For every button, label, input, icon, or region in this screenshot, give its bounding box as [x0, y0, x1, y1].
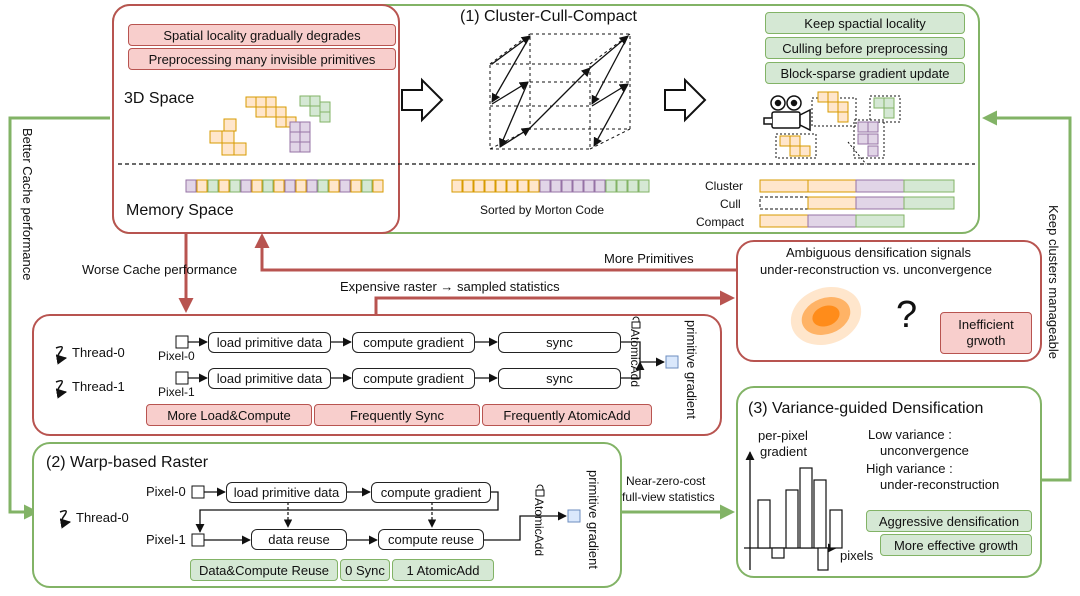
benefit-tag-culling: Culling before preprocessing [765, 37, 965, 59]
stage-compact-label: Compact [696, 215, 745, 229]
warp-load-box: load primitive data [226, 482, 347, 503]
keep-clusters-label: Keep clusters manageable [1046, 205, 1061, 359]
benefit-effective-growth: More effective growth [880, 534, 1032, 556]
benefit-aggressive-densification: Aggressive densification [866, 510, 1032, 532]
naive-load-box-1: load primitive data [208, 368, 331, 389]
question-mark: ? [896, 294, 918, 336]
warp-data-reuse-box: data reuse [251, 529, 347, 550]
warp-pixel-0-label: Pixel-0 [146, 484, 186, 499]
benefit-tag-locality: Keep spactial locality [765, 12, 965, 34]
low-variance-meaning: unconvergence [880, 443, 969, 458]
expensive-raster-arrow [374, 290, 735, 316]
space-3d-label: 3D Space [124, 90, 195, 107]
naive-thread-0-label: Thread-0 [72, 345, 125, 360]
warp-output-label: primitive gradient [586, 470, 601, 569]
worse-cache-label: Worse Cache performance [82, 262, 238, 277]
memory-space-label: Memory Space [126, 202, 234, 219]
naive-atomic-label: AtomicAdd [628, 329, 642, 388]
high-variance-label: High variance : [866, 461, 953, 476]
naive-compute-box-0: compute gradient [352, 332, 475, 353]
naive-sync-box-0: sync [498, 332, 621, 353]
keep-clusters-arrow [982, 110, 1072, 482]
naive-pixel-0-label: Pixel-0 [158, 349, 195, 363]
ambiguous-title-line2: under-reconstruction vs. unconvergence [760, 262, 992, 277]
benefit-tag-block-sparse: Block-sparse gradient update [765, 62, 965, 84]
variance-ylabel-line1: per-pixel [758, 428, 808, 443]
warp-compute-box: compute gradient [371, 482, 491, 503]
warp-thread-label: Thread-0 [76, 510, 129, 525]
inefficient-growth-line2: grwoth [966, 333, 1006, 348]
naive-compute-box-1: compute gradient [352, 368, 475, 389]
naive-load-box-0: load primitive data [208, 332, 331, 353]
near-zero-label-line1: Near-zero-cost [626, 474, 706, 488]
warp-pixel-1-label: Pixel-1 [146, 532, 186, 547]
inefficient-growth-line1: Inefficient [958, 317, 1014, 332]
sorted-morton-label: Sorted by Morton Code [480, 203, 605, 217]
inefficient-growth-tag: Inefficient grwoth [940, 312, 1032, 354]
ambiguous-title-line1: Ambiguous densification signals [786, 245, 971, 260]
benefit-one-atomic: 1 AtomicAdd [392, 559, 494, 581]
stage-cluster-label: Cluster [705, 179, 744, 193]
naive-thread-1-label: Thread-1 [72, 379, 125, 394]
naive-sync-box-1: sync [498, 368, 621, 389]
warp-raster-title: (2) Warp-based Raster [46, 454, 209, 471]
variance-ylabel-line2: gradient [760, 444, 807, 459]
more-primitives-label: More Primitives [604, 251, 694, 266]
more-primitives-arrow [254, 233, 736, 272]
issue-frequent-sync: Frequently Sync [314, 404, 480, 426]
variance-xlabel: pixels [840, 548, 874, 563]
high-variance-meaning: under-reconstruction [880, 477, 1000, 492]
issue-frequent-atomic: Frequently AtomicAdd [482, 404, 652, 426]
variance-title: (3) Variance-guided Densification [748, 400, 984, 417]
expensive-raster-label: Expensive raster → sampled statistics [340, 279, 560, 294]
warp-compute-reuse-box: compute reuse [378, 529, 484, 550]
cluster-cull-compact-title: (1) Cluster-Cull-Compact [460, 8, 637, 25]
issue-load-compute: More Load&Compute [146, 404, 312, 426]
low-variance-label: Low variance : [868, 427, 952, 442]
better-cache-label: Better Cache performance [20, 128, 35, 281]
benefit-data-compute-reuse: Data&Compute Reuse [190, 559, 338, 581]
naive-output-label: primitive gradient [684, 320, 699, 419]
warp-atomic-label: AtomicAdd [532, 498, 546, 557]
benefit-zero-sync: 0 Sync [340, 559, 390, 581]
better-cache-arrow [8, 116, 110, 520]
naive-pixel-1-label: Pixel-1 [158, 385, 195, 399]
near-zero-label-line2: full-view statistics [622, 490, 715, 504]
stage-cull-label: Cull [720, 197, 741, 211]
problem-tag-locality: Spatial locality gradually degrades [128, 24, 396, 46]
problem-tag-preprocessing: Preprocessing many invisible primitives [128, 48, 396, 70]
